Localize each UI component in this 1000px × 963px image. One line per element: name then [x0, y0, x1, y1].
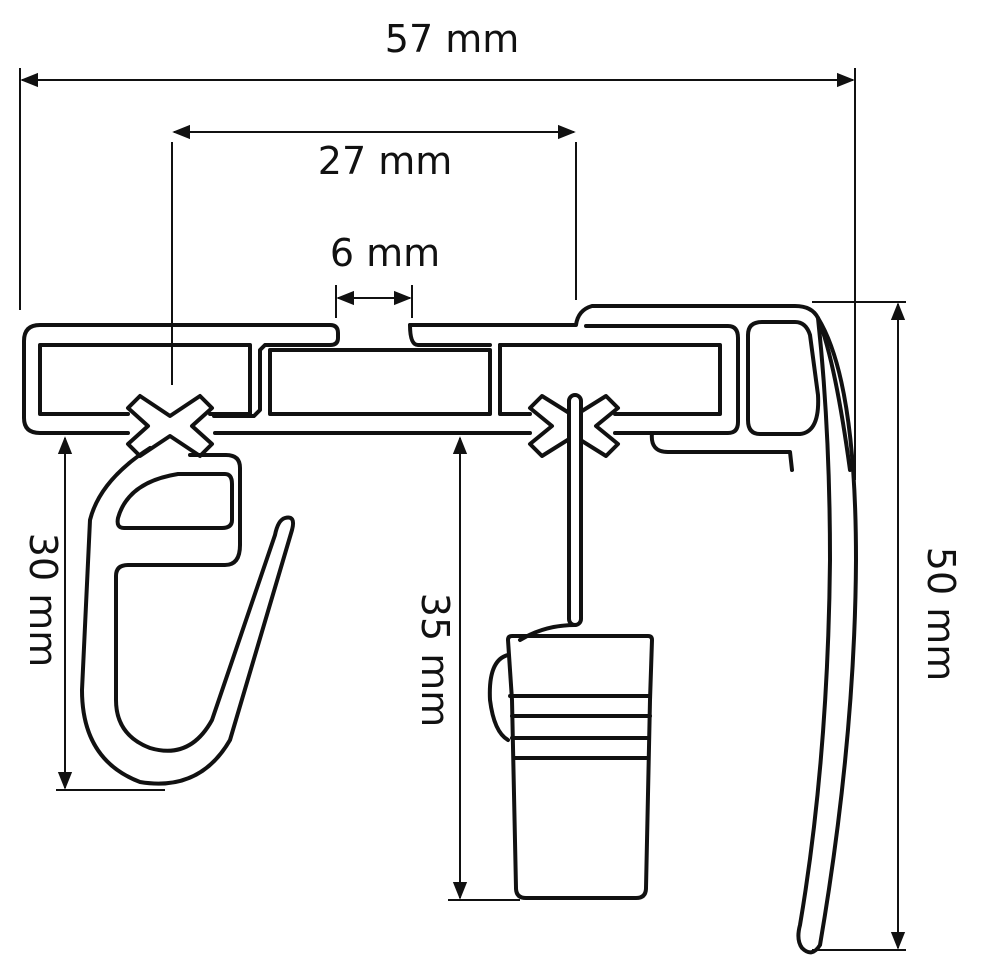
track-profile [22, 304, 858, 955]
dimension-30mm: 30 mm [21, 436, 165, 791]
dimension-50mm-label: 50 mm [919, 547, 963, 681]
dimension-30mm-label: 30 mm [21, 533, 65, 667]
left-curtain-hook [80, 394, 296, 786]
dimension-6mm: 6 mm [330, 231, 440, 318]
dimension-27mm-label: 27 mm [318, 139, 452, 183]
curtain-weight [487, 634, 654, 900]
dimension-6mm-label: 6 mm [330, 231, 440, 275]
dimension-57mm: 57 mm [19, 17, 856, 480]
dimension-27mm: 27 mm [171, 124, 577, 385]
dimension-50mm: 50 mm [812, 301, 963, 951]
dimension-35mm-label: 35 mm [413, 593, 457, 727]
weight-runner [518, 393, 620, 642]
dimension-35mm: 35 mm [413, 436, 520, 901]
dimension-57mm-label: 57 mm [385, 17, 519, 61]
